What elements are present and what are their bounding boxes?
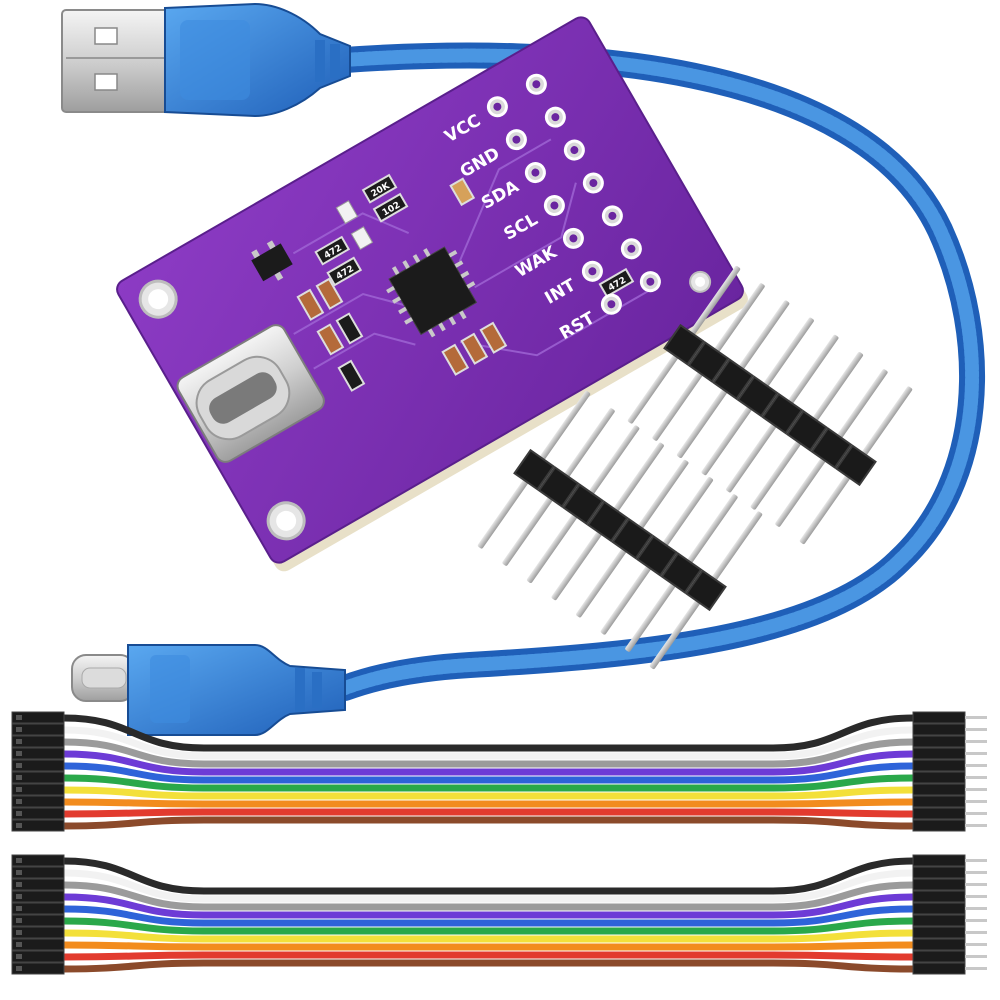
ribbon-wire: [60, 917, 917, 935]
capacitor: [460, 332, 489, 365]
female-connector-block: [11, 854, 65, 975]
ribbon-wire: [60, 951, 917, 961]
header-block: [712, 358, 755, 401]
main-ic-chip: [386, 246, 478, 338]
ribbon-cable-lower: [11, 854, 987, 975]
ribbon-wire: [60, 714, 917, 752]
mounting-hole-left-top: [138, 279, 178, 319]
ribbon-wire: [60, 941, 917, 951]
breakout-board: 20K 102 472 472 472 VCC GND SDA SCL WAK …: [116, 16, 748, 572]
header-block: [513, 448, 555, 491]
led: [335, 200, 359, 225]
ribbon-wire: [60, 905, 917, 927]
led: [350, 226, 374, 251]
header-block: [562, 483, 605, 526]
header-block: [835, 444, 877, 487]
header-block: [687, 341, 730, 383]
capacitor: [296, 288, 325, 321]
ribbon-wire: [60, 857, 917, 895]
header-block: [635, 534, 678, 577]
usb-a-metal-plug: [61, 9, 173, 113]
ribbon-wire: [60, 816, 917, 830]
ribbon-wire: [60, 959, 917, 973]
header-block: [586, 500, 629, 543]
capacitor: [315, 277, 344, 310]
ribbon-wire: [60, 738, 917, 768]
capacitor: [441, 343, 470, 376]
ribbon-wire: [60, 726, 917, 760]
ribbon-wire: [60, 762, 917, 784]
usb-cable: [61, 2, 985, 736]
male-connector-block: [912, 854, 987, 975]
ribbon-wire: [60, 881, 917, 911]
sot-transistor: [251, 240, 293, 282]
ribbon-wire: [60, 869, 917, 903]
header-block: [663, 323, 705, 366]
usb-a-connector: [61, 2, 351, 118]
male-connector-block: [912, 711, 987, 832]
header-block: [785, 409, 828, 452]
ribbon-wire: [60, 798, 917, 808]
pin-holes: [486, 73, 661, 315]
header-block: [611, 517, 654, 560]
header-block: [685, 569, 727, 612]
ribbon-cable-upper: [11, 711, 987, 832]
header-block: [810, 427, 853, 469]
ribbon-wire: [60, 774, 917, 792]
ribbon-wire: [60, 929, 917, 943]
ribbon-wire: [60, 786, 917, 800]
header-block: [736, 375, 779, 418]
ribbon-wire: [60, 750, 917, 776]
header-block: [537, 466, 580, 508]
female-connector-block: [11, 711, 65, 832]
diode: [335, 312, 364, 345]
passive-components: [296, 177, 508, 392]
ribbon-wire: [60, 808, 917, 818]
diode: [337, 359, 366, 392]
mounting-hole-right-bottom: [689, 270, 712, 293]
ribbon-wire: [60, 893, 917, 919]
mounting-hole-left-bottom: [266, 501, 306, 541]
usb-c-port: [176, 324, 325, 463]
capacitor: [316, 323, 345, 356]
header-strip-upper: [627, 266, 913, 544]
header-block: [660, 552, 703, 594]
capacitor: [449, 177, 476, 207]
usb-c-connector: [71, 644, 346, 736]
header-strip-lower: [477, 391, 763, 669]
header-block: [761, 392, 804, 435]
capacitor: [479, 321, 508, 354]
